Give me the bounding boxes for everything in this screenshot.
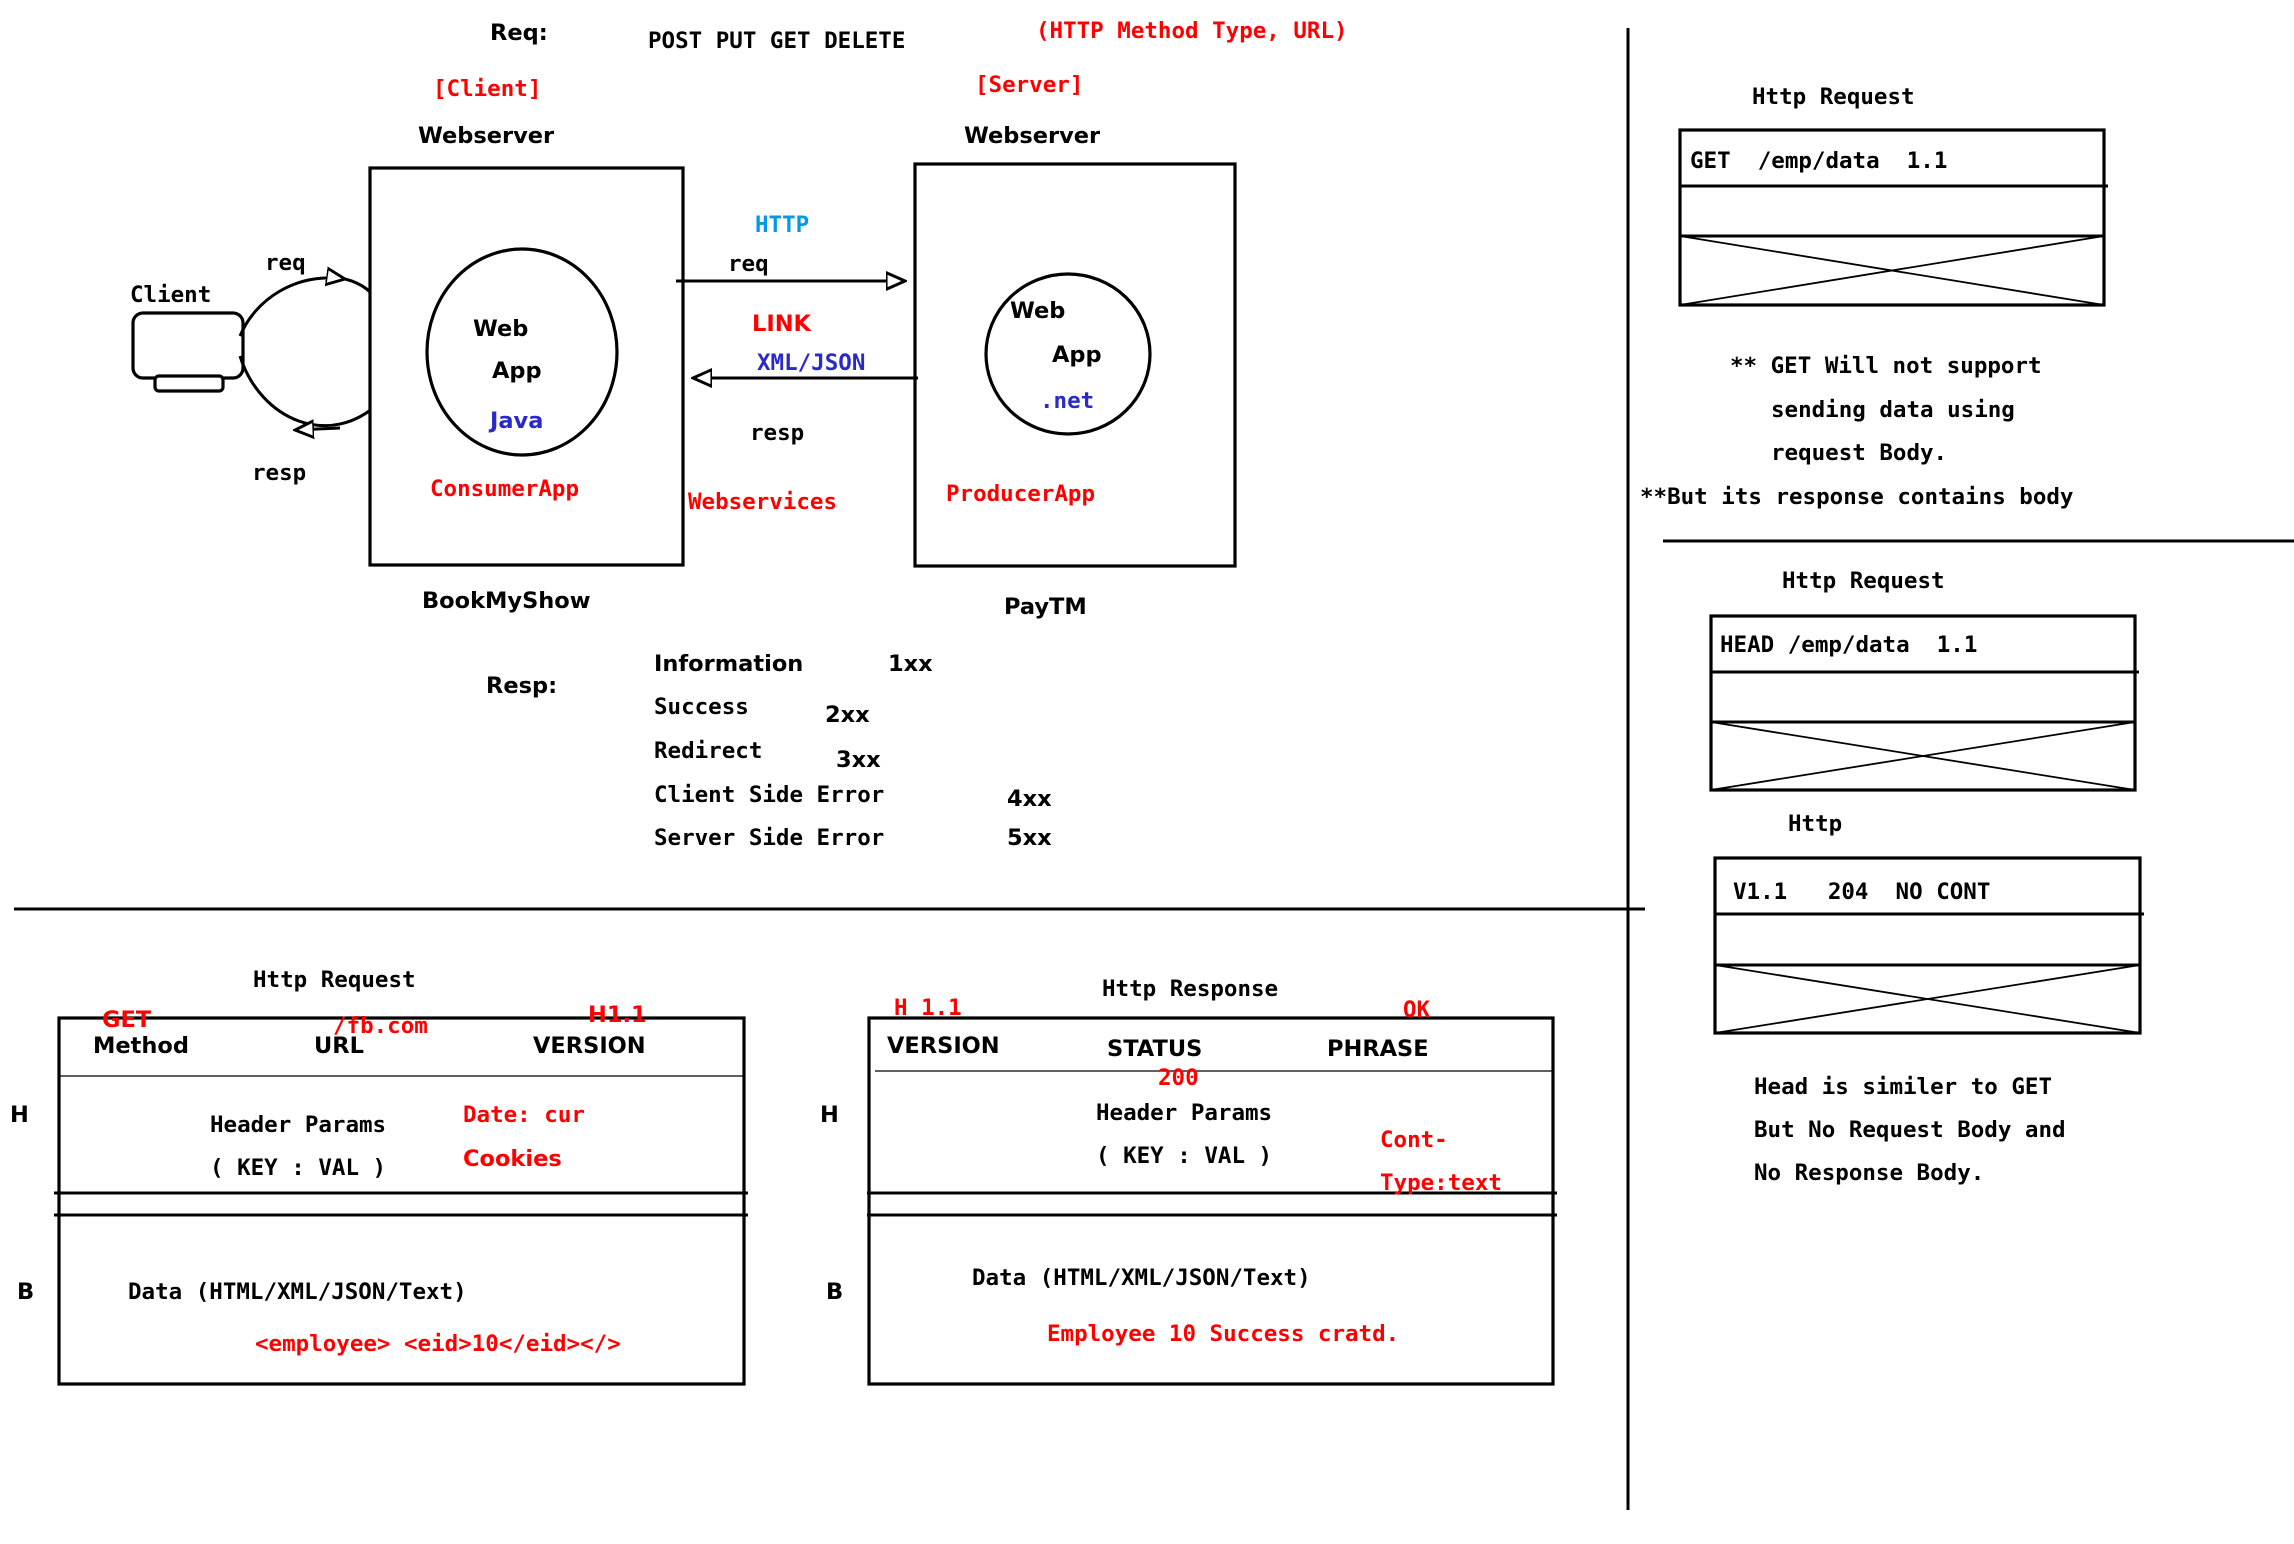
- resp-code-2: 2xx: [825, 702, 870, 728]
- head-response-box: [1713, 856, 2144, 1035]
- server-tag: [Server]: [975, 72, 1083, 98]
- client-req-arc: [238, 278, 345, 337]
- get-request-line: GET /emp/data 1.1: [1690, 148, 1947, 174]
- get-note-3: request Body.: [1771, 440, 1947, 466]
- consumer-web-label: Web: [473, 316, 528, 342]
- request-b-label: B: [17, 1279, 34, 1305]
- client-resp-arc: [238, 355, 382, 428]
- request-header-params: Header Params: [210, 1112, 386, 1138]
- response-version-label: VERSION: [887, 1033, 1000, 1059]
- client-req-label: req: [265, 250, 306, 276]
- request-header-example-1: Date: cur: [463, 1102, 585, 1128]
- consumer-company: BookMyShow: [422, 588, 591, 614]
- producer-app-name: ProducerApp: [946, 481, 1095, 507]
- req-label: Req:: [490, 20, 548, 46]
- response-key-val: ( KEY : VAL ): [1096, 1143, 1272, 1169]
- http-methods: POST PUT GET DELETE: [648, 28, 905, 54]
- request-method-label: Method: [93, 1033, 189, 1059]
- request-url-label: URL: [314, 1033, 364, 1059]
- request-version-example: H1.1: [588, 1002, 647, 1028]
- client-label: Client: [130, 282, 211, 308]
- consumer-app-label: App: [492, 358, 542, 384]
- get-note-2: sending data using: [1771, 397, 2015, 423]
- webservices-label: Webservices: [688, 489, 837, 515]
- head-request-box: [1709, 614, 2139, 792]
- resp-code-name-4: Client Side Error: [654, 782, 884, 808]
- response-version-example: H 1.1: [894, 995, 962, 1021]
- request-key-val: ( KEY : VAL ): [210, 1155, 386, 1181]
- get-request-title: Http Request: [1752, 84, 1915, 110]
- producer-company: PayTM: [1004, 594, 1087, 620]
- middle-resp-label: resp: [750, 420, 804, 446]
- resp-code-name-2: Success: [654, 694, 749, 720]
- response-header-example-2: Type:text: [1380, 1170, 1502, 1196]
- resp-code-1: 1xx: [888, 651, 933, 677]
- client-tag: [Client]: [433, 76, 541, 102]
- request-data-label: Data (HTML/XML/JSON/Text): [128, 1279, 467, 1305]
- client-computer-icon: [131, 311, 245, 393]
- head-response-line: V1.1 204 NO CONT: [1733, 879, 1990, 905]
- link-label: LINK: [752, 311, 813, 337]
- response-data-example: Employee 10 Success cratd.: [1047, 1321, 1399, 1347]
- resp-label: Resp:: [486, 673, 557, 699]
- resp-code-3: 3xx: [836, 747, 881, 773]
- head-request-line: HEAD /emp/data 1.1: [1720, 632, 1977, 658]
- method-note: (HTTP Method Type, URL): [1036, 18, 1348, 44]
- producer-tech-label: .net: [1040, 388, 1094, 414]
- request-structure-box: [54, 1016, 748, 1386]
- bottom-response-title: Http Response: [1102, 976, 1278, 1002]
- producer-web-label: Web: [1010, 298, 1065, 324]
- head-note-1: Head is similer to GET: [1754, 1074, 2052, 1100]
- resp-code-list: Information 1xx Success 2xx Redirect 3xx…: [654, 651, 1052, 851]
- response-header-example-1: Cont-: [1380, 1127, 1448, 1153]
- head-note-2: But No Request Body and: [1754, 1117, 2066, 1143]
- producer-app-label: App: [1052, 342, 1102, 368]
- server-webserver-label: Webserver: [964, 123, 1101, 149]
- get-note-1: ** GET Will not support: [1730, 353, 2042, 379]
- request-h-label: H: [10, 1102, 29, 1128]
- request-data-example: <employee> <eid>10</eid></>: [255, 1331, 621, 1357]
- request-url-example: /fb.com: [333, 1013, 428, 1039]
- middle-req-label: req: [728, 251, 769, 277]
- head-response-title: Http: [1788, 811, 1842, 837]
- response-data-label: Data (HTML/XML/JSON/Text): [972, 1265, 1311, 1291]
- response-b-label: B: [826, 1279, 843, 1305]
- response-status-example: 200: [1158, 1065, 1199, 1091]
- resp-code-4: 4xx: [1007, 786, 1052, 812]
- resp-code-5: 5xx: [1007, 825, 1052, 851]
- resp-code-name-3: Redirect: [654, 738, 762, 764]
- response-phrase-example: OK: [1403, 997, 1431, 1023]
- response-status-label: STATUS: [1107, 1036, 1202, 1062]
- client-resp-label: resp: [252, 460, 306, 486]
- request-header-example-2: Cookies: [463, 1146, 562, 1172]
- producer-webapp-circle: [984, 272, 1152, 436]
- response-header-params: Header Params: [1096, 1100, 1272, 1126]
- consumer-tech-label: Java: [488, 408, 543, 434]
- resp-code-name-5: Server Side Error: [654, 825, 884, 851]
- response-phrase-label: PHRASE: [1327, 1036, 1429, 1062]
- head-note-3: No Response Body.: [1754, 1160, 1984, 1186]
- format-label: XML/JSON: [757, 350, 865, 376]
- get-note-4: **But its response contains body: [1640, 484, 2073, 510]
- client-webserver-label: Webserver: [418, 123, 555, 149]
- consumer-webapp-circle: [425, 247, 619, 457]
- consumer-app-name: ConsumerApp: [430, 476, 579, 502]
- response-structure-box: [867, 1016, 1557, 1386]
- get-request-box: [1678, 128, 2108, 307]
- client-resp-arrow: [295, 428, 341, 430]
- request-version-label: VERSION: [533, 1033, 646, 1059]
- http-label: HTTP: [755, 212, 809, 238]
- resp-code-name-1: Information: [654, 651, 803, 677]
- head-request-title: Http Request: [1782, 568, 1945, 594]
- request-method-example: GET: [102, 1007, 152, 1033]
- bottom-request-title: Http Request: [253, 967, 416, 993]
- response-h-label: H: [820, 1102, 839, 1128]
